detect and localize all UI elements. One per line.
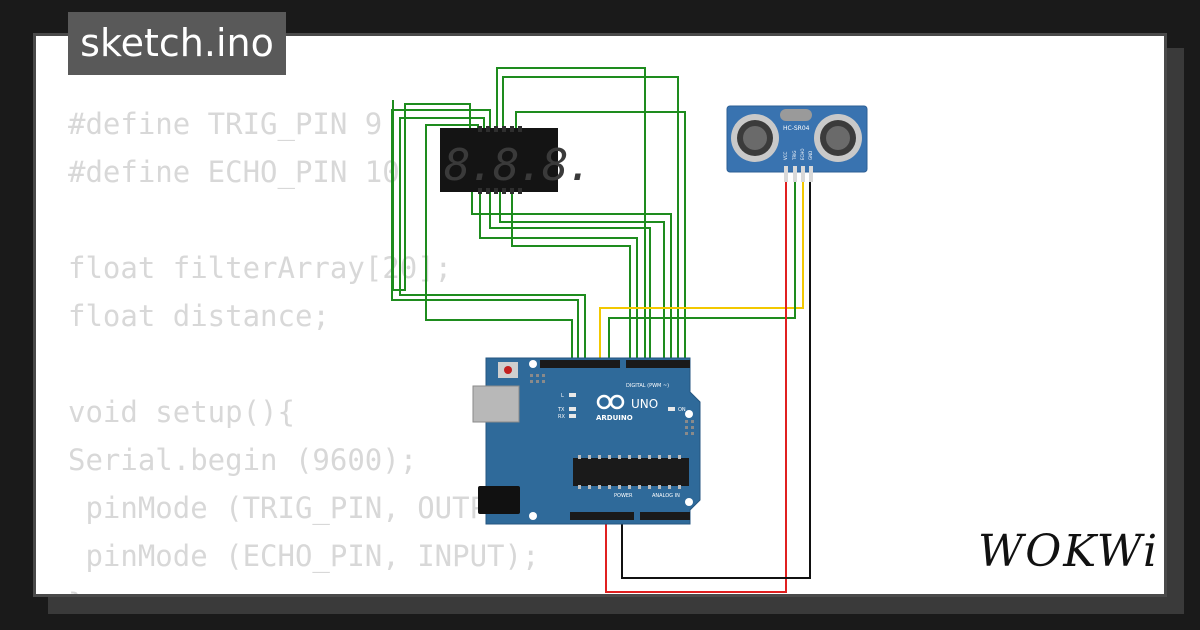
arduino-uno-board[interactable]: ARDUINO UNO DIGITAL (PWM ~) POWER ANALOG…: [472, 357, 701, 525]
sensor-pin-gnd: GND: [808, 151, 813, 160]
l-led-label: L: [561, 393, 564, 399]
code-line: pinMode (ECHO_PIN, INPUT);: [68, 539, 540, 573]
code-line: void setup(){: [68, 395, 295, 429]
seven-segment-display[interactable]: 8.8.8.: [440, 126, 593, 194]
power-header-label: POWER: [614, 493, 633, 499]
sensor-pin-vcc: VCC: [783, 151, 788, 160]
ultrasonic-sensor[interactable]: HC-SR04 VCC TRIG ECHO GND: [726, 105, 868, 182]
sensor-pin-echo: ECHO: [800, 149, 805, 160]
arduino-brand-label: ARDUINO: [596, 414, 633, 422]
on-led-label: ON: [678, 407, 686, 413]
digital-header-label: DIGITAL (PWM ~): [626, 383, 669, 389]
code-line: #define TRIG_PIN 9: [68, 107, 383, 141]
tx-led-label: TX: [557, 407, 565, 413]
sensor-pin-trig: TRIG: [792, 150, 797, 161]
code-line: }: [68, 580, 557, 594]
analog-header-label: ANALOG IN: [652, 493, 680, 499]
arduino-infinity-logo: [596, 394, 625, 410]
wokwi-logo[interactable]: WOKWi: [978, 526, 1160, 577]
vcc-wire: [605, 180, 787, 593]
display-digits: 8.8.8.: [444, 140, 591, 191]
rx-led-label: RX: [558, 414, 565, 420]
code-line: float distance;: [68, 299, 330, 333]
echo-wire: [608, 180, 796, 362]
sensor-label: HC-SR04: [783, 125, 810, 132]
arduino-model-label: UNO: [631, 397, 658, 411]
display-wires: [391, 67, 686, 362]
sketch-file-tab[interactable]: sketch.ino: [68, 12, 286, 75]
code-line: Serial.begin (9600);: [68, 443, 418, 477]
gnd-wire: [621, 180, 811, 579]
trig-wire: [599, 180, 804, 362]
